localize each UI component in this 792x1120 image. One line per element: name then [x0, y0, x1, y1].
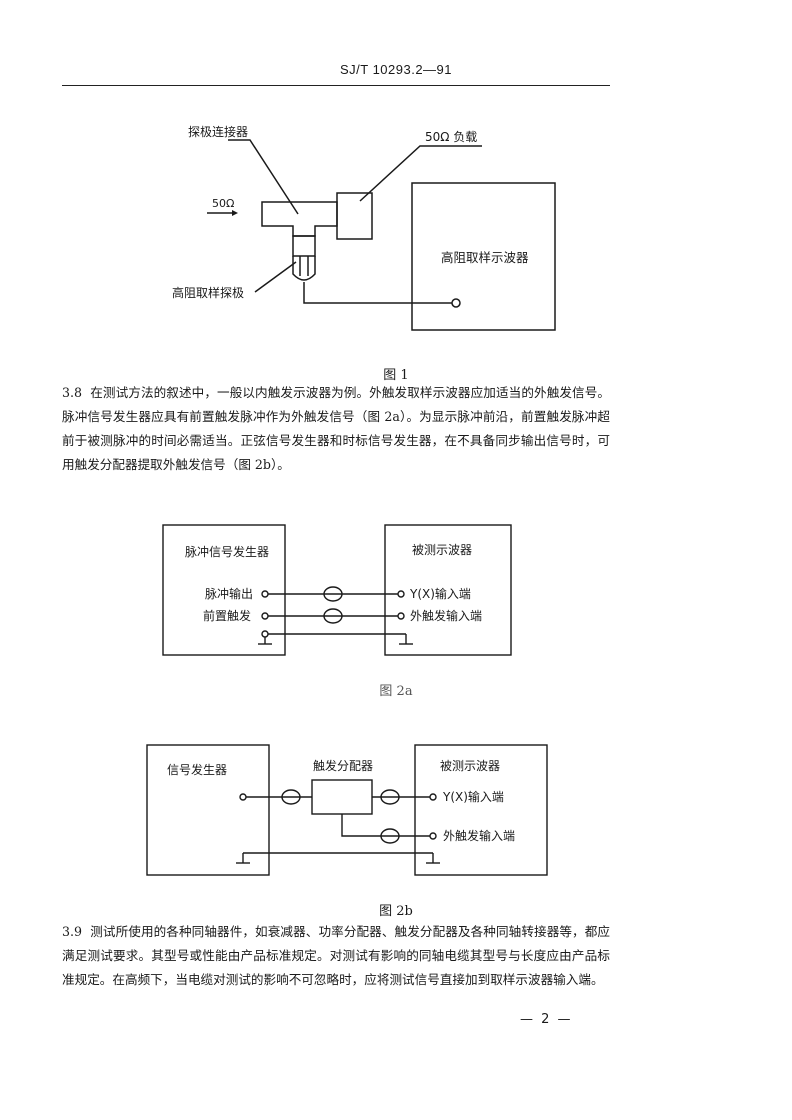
probe-label: 高阻取样探极 [172, 285, 244, 300]
scope-label-2b: 被测示波器 [440, 759, 500, 773]
clause-number-3-9: 3.9 [62, 924, 83, 939]
figure-2b-caption: 图 2b [379, 904, 413, 919]
trigger-distributor-box [311, 779, 373, 815]
impedance-label: 50Ω [212, 197, 234, 210]
header-rule [62, 85, 610, 86]
clause-text-3-8: 在测试方法的叙述中，一般以内触发示波器为例。外触发取样示波器应加适当的外触发信号… [62, 385, 610, 472]
scope-label-2a: 被测示波器 [412, 543, 472, 557]
probe-shape [292, 235, 316, 257]
oscilloscope-label: 高阻取样示波器 [441, 250, 529, 265]
cable-coil-4 [380, 789, 400, 805]
document-header: SJ/T 10293.2—91 [339, 62, 453, 77]
load-label: 50Ω 负载 [425, 130, 477, 144]
pulse-out-label: 脉冲输出 [205, 586, 253, 601]
pre-trigger-label: 前置触发 [203, 608, 251, 623]
figure-1-caption: 图 1 [383, 368, 409, 383]
figure-2a-diagram: 脉冲信号发生器 脉冲输出 前置触发 被测示波器 Y(X)输入端 外触发输入端 [162, 524, 512, 656]
clause-number-3-8: 3.8 [62, 385, 83, 400]
signal-generator-box [146, 744, 270, 876]
clause-text-3-9: 测试所使用的各种同轴器件，如衰减器、功率分配器、触发分配器及各种同轴转接器等，都… [62, 924, 610, 987]
y-input-label-2b: Y(X)输入端 [442, 789, 504, 804]
pulse-generator-box [162, 524, 286, 656]
signal-generator-label: 信号发生器 [167, 762, 227, 777]
scope-box-2a [384, 524, 512, 656]
figure-2a-caption: 图 2a [379, 684, 413, 699]
pulse-generator-label: 脉冲信号发生器 [185, 544, 269, 559]
scope-input-terminal [451, 298, 461, 308]
ext-trigger-label-2a: 外触发输入端 [410, 608, 482, 623]
cable-coil-1 [323, 586, 343, 602]
y-input-label-2a: Y(X)输入端 [409, 586, 471, 601]
oscilloscope-box [411, 182, 556, 331]
figure-1-diagram: 探极连接器 50Ω 负载 50Ω 高阻取样探极 高阻取样示波器 [172, 124, 556, 331]
ext-trigger-label-2b: 外触发输入端 [443, 828, 515, 843]
probe-connector-shape [261, 201, 338, 237]
load-box [336, 192, 373, 240]
page-number: — 2 — [520, 1012, 573, 1027]
scope-box-2b [414, 744, 548, 876]
paragraph-3-8: 3.8 在测试方法的叙述中，一般以内触发示波器为例。外触发取样示波器应加适当的外… [62, 381, 610, 477]
probe-connector-label: 探极连接器 [188, 124, 248, 139]
cable-coil-3 [281, 789, 301, 805]
figure-2b-diagram: 信号发生器 触发分配器 被测示波器 Y(X)输入端 外触发输入端 [146, 744, 548, 876]
paragraph-3-9: 3.9 测试所使用的各种同轴器件，如衰减器、功率分配器、触发分配器及各种同轴转接… [62, 920, 610, 992]
probe-lead [303, 282, 452, 304]
trigger-distributor-label: 触发分配器 [313, 758, 373, 773]
cable-coil-5 [380, 828, 400, 844]
cable-coil-2 [323, 608, 343, 624]
